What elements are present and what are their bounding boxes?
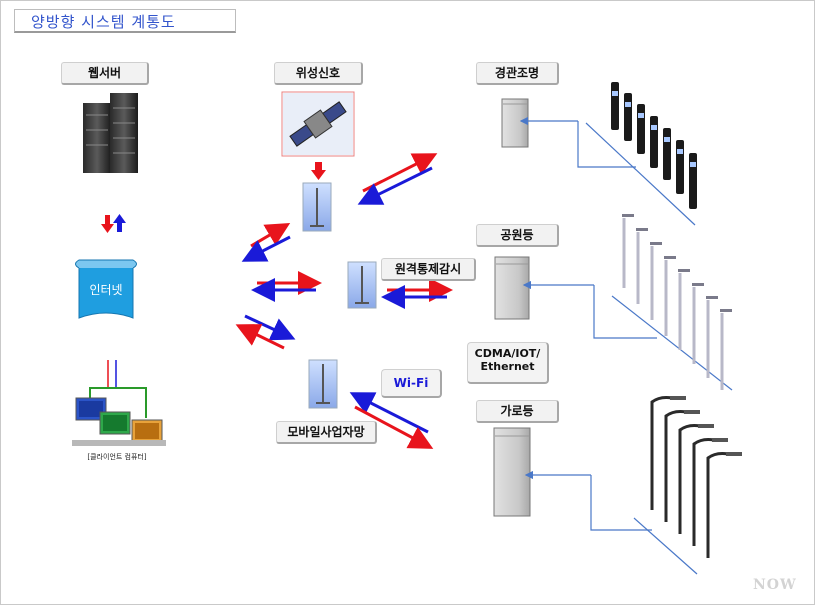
- tag-satellite-signal: 위성신호: [274, 62, 363, 85]
- tag-web-server: 웹서버: [61, 62, 149, 85]
- park-lamp-icon: [622, 218, 724, 390]
- comm-protocol-line2: Ethernet: [480, 360, 535, 373]
- satellite-icon: [281, 91, 355, 157]
- bollard-icon: [611, 82, 697, 209]
- diagram-title: 양방향 시스템 계통도: [14, 9, 236, 33]
- antenna-tower-icon: [347, 261, 377, 309]
- watermark: NOW: [753, 577, 797, 593]
- tag-street-light: 가로등: [476, 400, 559, 423]
- tag-remote-monitoring: 원격통제감시: [381, 258, 476, 281]
- cabinet-icon: [501, 98, 529, 148]
- tag-park-light: 공원등: [476, 224, 559, 247]
- client-computers-icon: [72, 360, 166, 446]
- internet-icon: [75, 259, 137, 319]
- cabinet-lines: [519, 116, 733, 575]
- client-computer-label: [클라이언트 컴퓨터]: [87, 452, 146, 461]
- cabinet-icon: [493, 427, 531, 517]
- tag-scenic-lighting: 경관조명: [476, 62, 559, 85]
- satellite-down-arrow: [311, 162, 326, 180]
- park-lamp-heads: [622, 214, 732, 312]
- comm-protocol-label: CDMA/IOT/ Ethernet: [467, 342, 549, 384]
- internet-label: 인터넷: [89, 283, 122, 297]
- comm-arrows: [235, 153, 453, 449]
- street-lamp-icon: [650, 396, 729, 558]
- antenna-tower-icon: [308, 359, 338, 409]
- cabinet-icon: [494, 256, 530, 320]
- tag-mobile-carrier: 모바일사업자망: [276, 421, 377, 444]
- server-icon: [83, 93, 138, 173]
- server-internet-arrows: [101, 214, 126, 233]
- comm-protocol-line1: CDMA/IOT/: [474, 347, 541, 360]
- street-lamp-heads: [670, 396, 742, 456]
- antenna-tower-icon: [302, 182, 332, 232]
- wifi-label: Wi-Fi: [381, 369, 442, 398]
